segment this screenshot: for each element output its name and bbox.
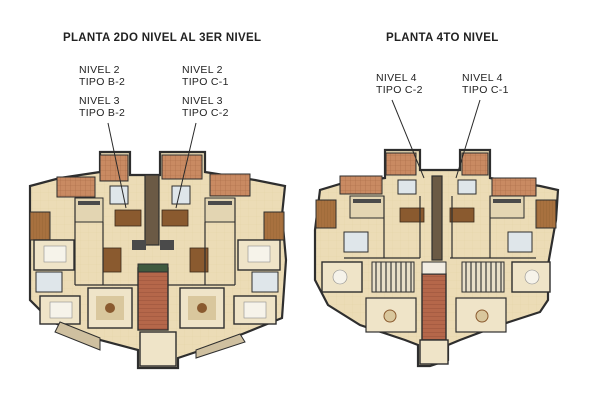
pergola: [371, 261, 415, 293]
dining-table: [161, 209, 189, 227]
terrace: [461, 152, 489, 176]
right-floor-plan: [313, 148, 560, 368]
bed: [49, 301, 73, 319]
living-table: [197, 303, 207, 313]
leader-line: [107, 122, 127, 209]
round-table: [332, 269, 348, 285]
kitchen-counter: [78, 201, 100, 205]
kitchen-counter: [353, 199, 381, 203]
label-line: TIPO B-2: [79, 76, 126, 88]
bedroom: [237, 239, 281, 271]
round-table: [524, 269, 540, 285]
lower-hall: [139, 331, 177, 367]
living-sofa: [132, 240, 146, 250]
left-plan-title: PLANTA 2DO NIVEL AL 3ER NIVEL: [63, 32, 262, 44]
dining-table: [399, 207, 425, 223]
right-plan-title: PLANTA 4TO NIVEL: [386, 32, 499, 44]
deck: [315, 199, 337, 229]
dining-table: [449, 207, 475, 223]
label-line: NIVEL 3: [79, 95, 120, 107]
deck: [29, 211, 51, 241]
terrace: [491, 177, 537, 197]
stairwell: [421, 273, 447, 341]
bathroom: [343, 231, 369, 253]
label-line: NIVEL 2: [182, 64, 223, 76]
deck: [263, 211, 285, 241]
central-core: [431, 175, 443, 261]
central-core: [144, 174, 160, 246]
dining-table: [114, 209, 142, 227]
terrace: [339, 175, 383, 195]
label-line: TIPO C-1: [182, 76, 229, 88]
bathroom: [35, 271, 63, 293]
label-line: NIVEL 2: [79, 64, 120, 76]
interior-walls: [74, 198, 236, 286]
bathroom: [251, 271, 279, 293]
interior-walls: [344, 196, 536, 259]
stairwell: [137, 267, 169, 331]
leader-line: [391, 99, 425, 179]
label-nivel3-tipo-b2: NIVEL 3 TIPO B-2: [79, 95, 125, 119]
lower-hall: [419, 339, 449, 365]
label-line: TIPO C-2: [376, 84, 423, 96]
terrace: [209, 173, 251, 197]
label-line: TIPO B-2: [79, 107, 126, 119]
label-line: NIVEL 4: [376, 72, 417, 84]
bed: [247, 245, 271, 263]
stairwell-top: [421, 261, 447, 275]
bathroom: [507, 231, 533, 253]
terrace: [99, 154, 129, 182]
bedroom: [321, 261, 363, 293]
terrace: [56, 176, 96, 198]
leader-line: [175, 122, 197, 209]
label-nivel3-tipo-c2: NIVEL 3 TIPO C-2: [182, 95, 229, 119]
bathroom: [109, 185, 129, 205]
bathroom: [397, 179, 417, 195]
terrace: [385, 152, 417, 176]
label-line: NIVEL 4: [462, 72, 503, 84]
leader-line: [455, 99, 481, 179]
label-nivel2-tipo-b2: NIVEL 2 TIPO B-2: [79, 64, 125, 88]
lounge-table: [475, 309, 489, 323]
label-nivel4-tipo-c2: NIVEL 4 TIPO C-2: [376, 72, 423, 96]
deck: [535, 199, 557, 229]
label-nivel2-tipo-c1: NIVEL 2 TIPO C-1: [182, 64, 229, 88]
label-line: TIPO C-1: [462, 84, 509, 96]
terrace: [161, 154, 203, 180]
pergola: [461, 261, 505, 293]
label-line: NIVEL 3: [182, 95, 223, 107]
label-nivel4-tipo-c1: NIVEL 4 TIPO C-1: [462, 72, 509, 96]
bed: [43, 245, 67, 263]
terrace: [54, 321, 101, 351]
stairwell-top: [137, 263, 169, 273]
bed: [243, 301, 267, 319]
lounge-table: [383, 309, 397, 323]
terrace: [195, 333, 246, 359]
living-table: [105, 303, 115, 313]
living-sofa: [160, 240, 174, 250]
left-floor-plan: [28, 150, 288, 370]
bathroom: [457, 179, 477, 195]
dining-table: [189, 247, 209, 273]
kitchen-counter: [208, 201, 232, 205]
label-line: TIPO C-2: [182, 107, 229, 119]
kitchen-counter: [493, 199, 521, 203]
dining-table: [102, 247, 122, 273]
